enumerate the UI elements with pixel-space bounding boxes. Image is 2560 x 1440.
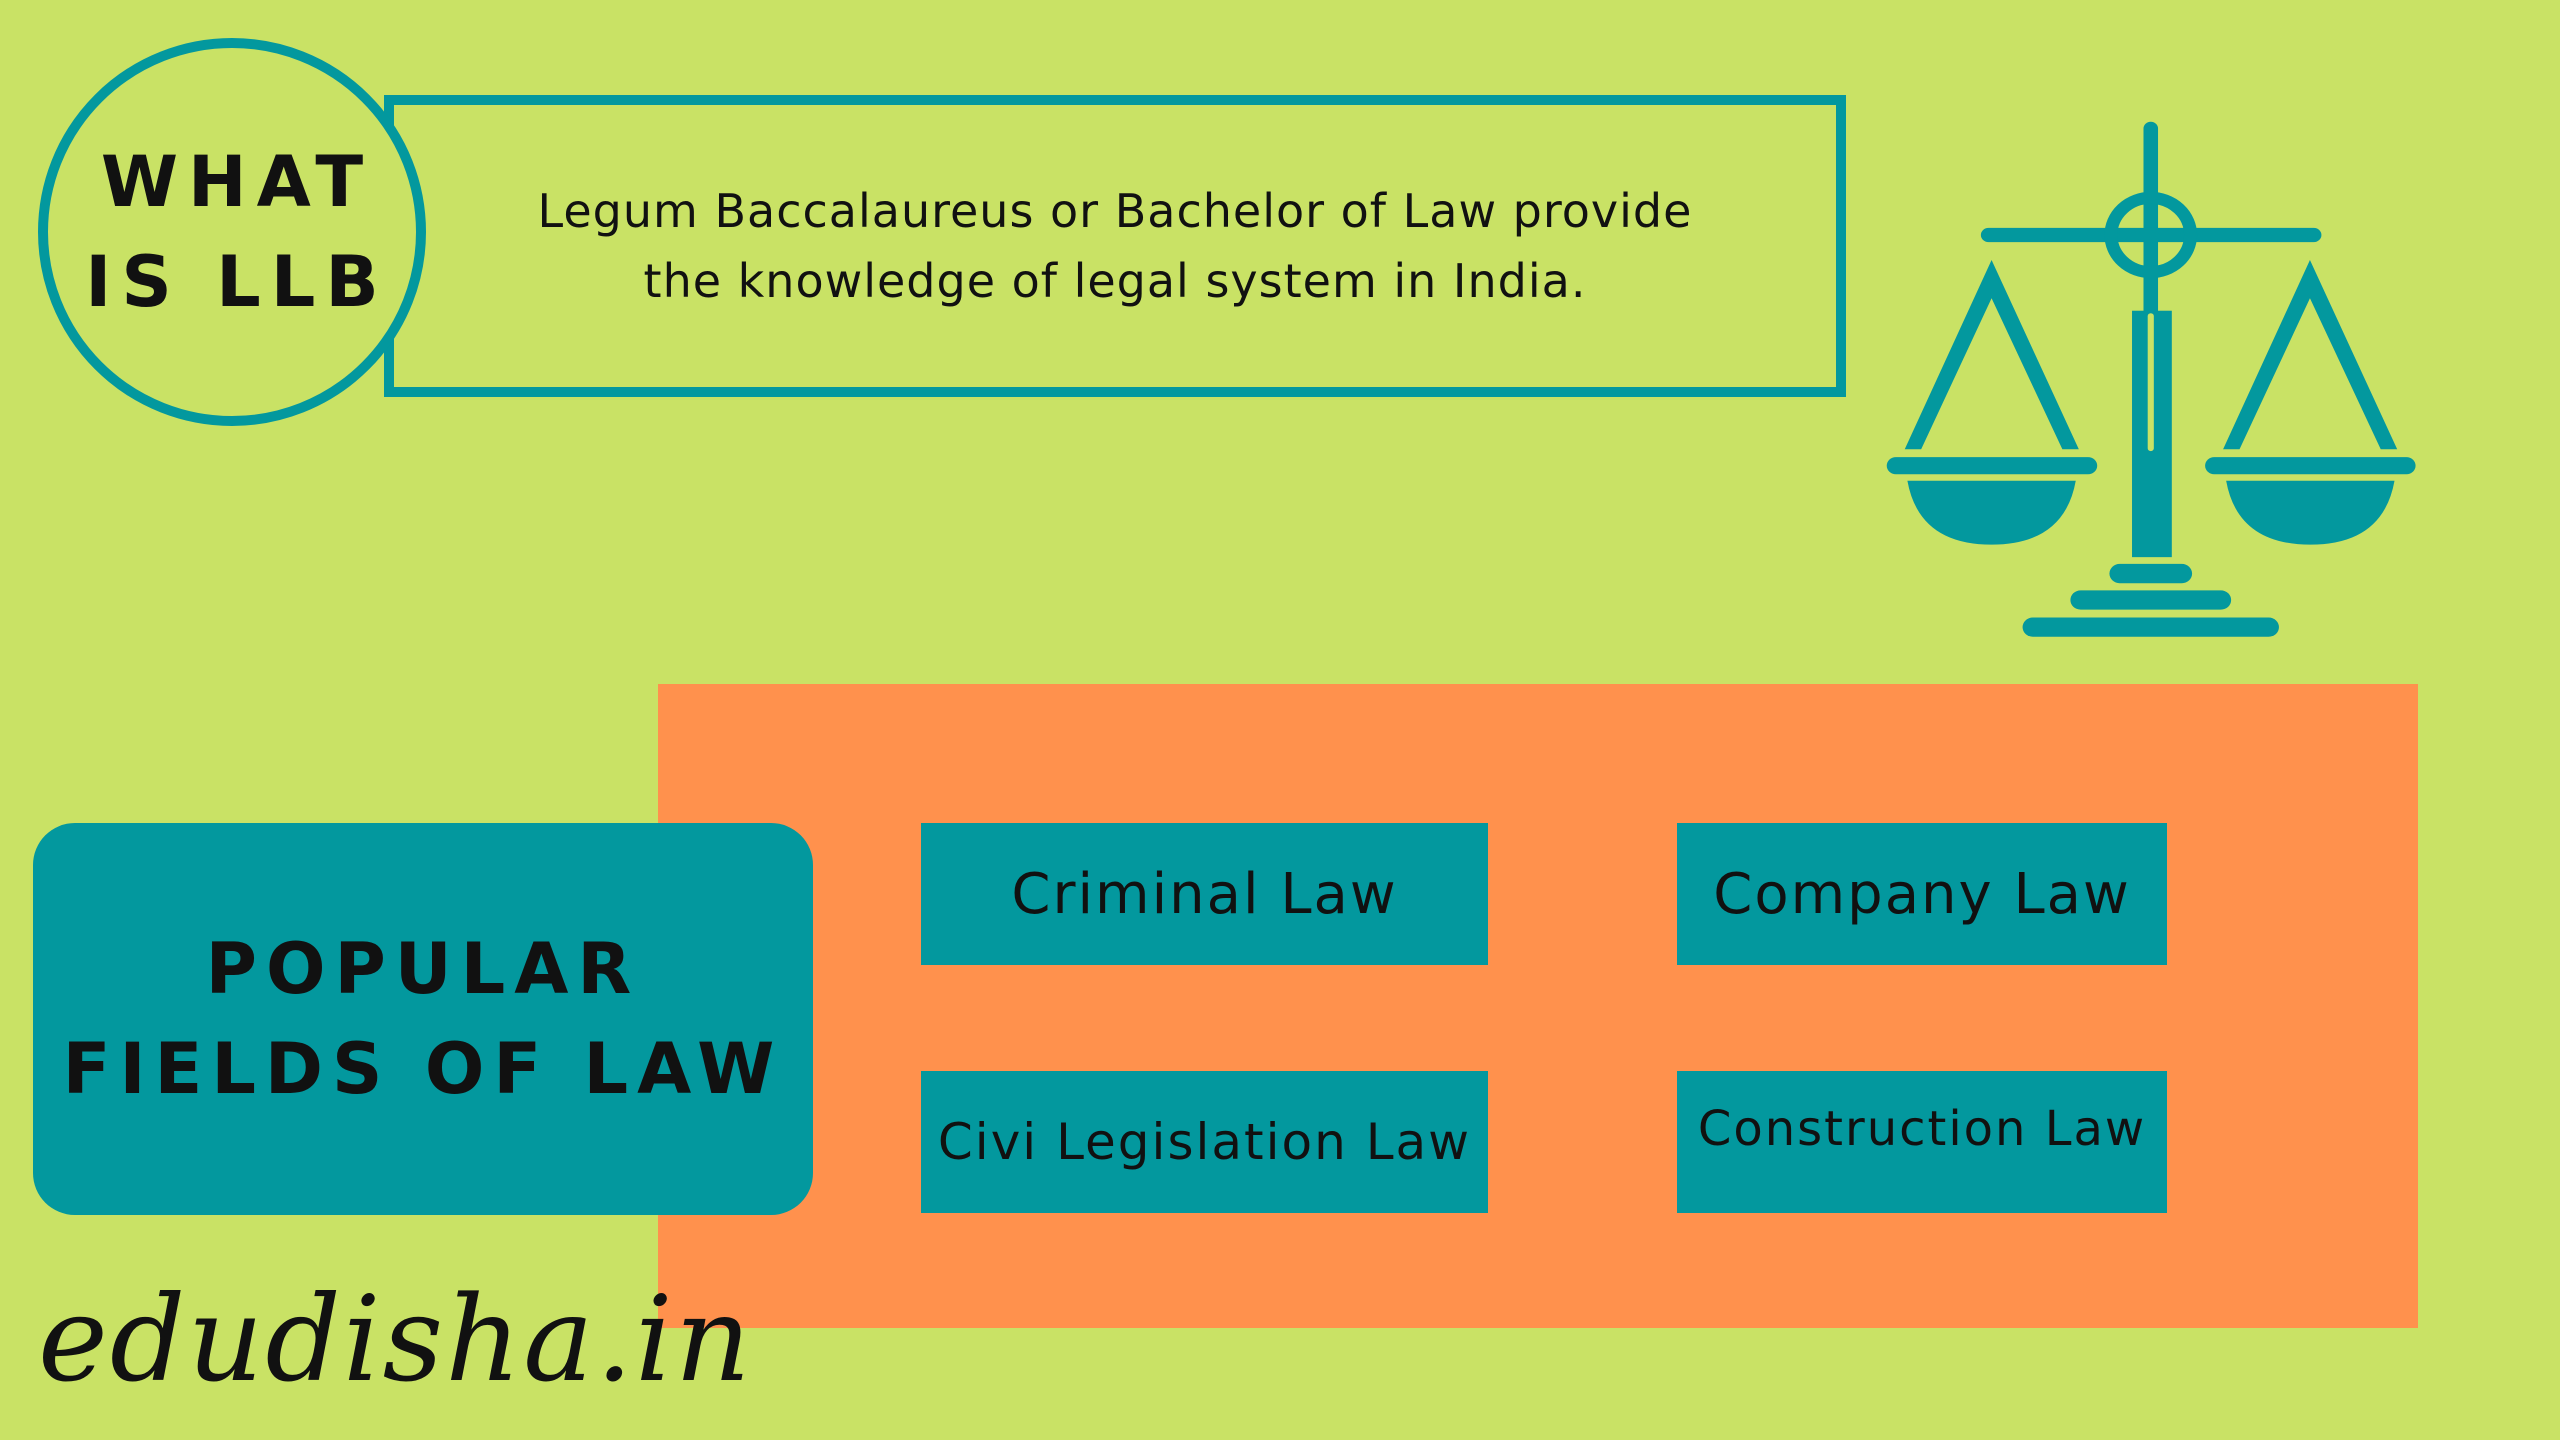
field-civil-legislation-law: Civi Legislation Law [921,1071,1488,1213]
scales-of-justice-icon [1886,121,2416,637]
description-line1: Legum Baccalaureus or Bachelor of Law pr… [537,184,1693,238]
heading-line2: FIELDS OF LAW [62,1028,784,1110]
field-construction-law: Construction Law [1677,1071,2167,1213]
description-line2: the knowledge of legal system in India. [643,254,1587,308]
heading-line1: POPULAR [205,928,641,1010]
field-company-law: Company Law [1677,823,2167,965]
what-is-llb-badge: WHAT IS LLB [38,38,426,426]
fields-panel [658,684,2418,1328]
field-criminal-law: Criminal Law [921,823,1488,965]
badge-title-line2: IS LLB [85,241,389,323]
popular-fields-heading: POPULAR FIELDS OF LAW [33,823,813,1215]
description-box: Legum Baccalaureus or Bachelor of Law pr… [384,95,1846,397]
badge-title-line1: WHAT [100,141,374,223]
brand-logo: edudisha.in [38,1270,753,1408]
